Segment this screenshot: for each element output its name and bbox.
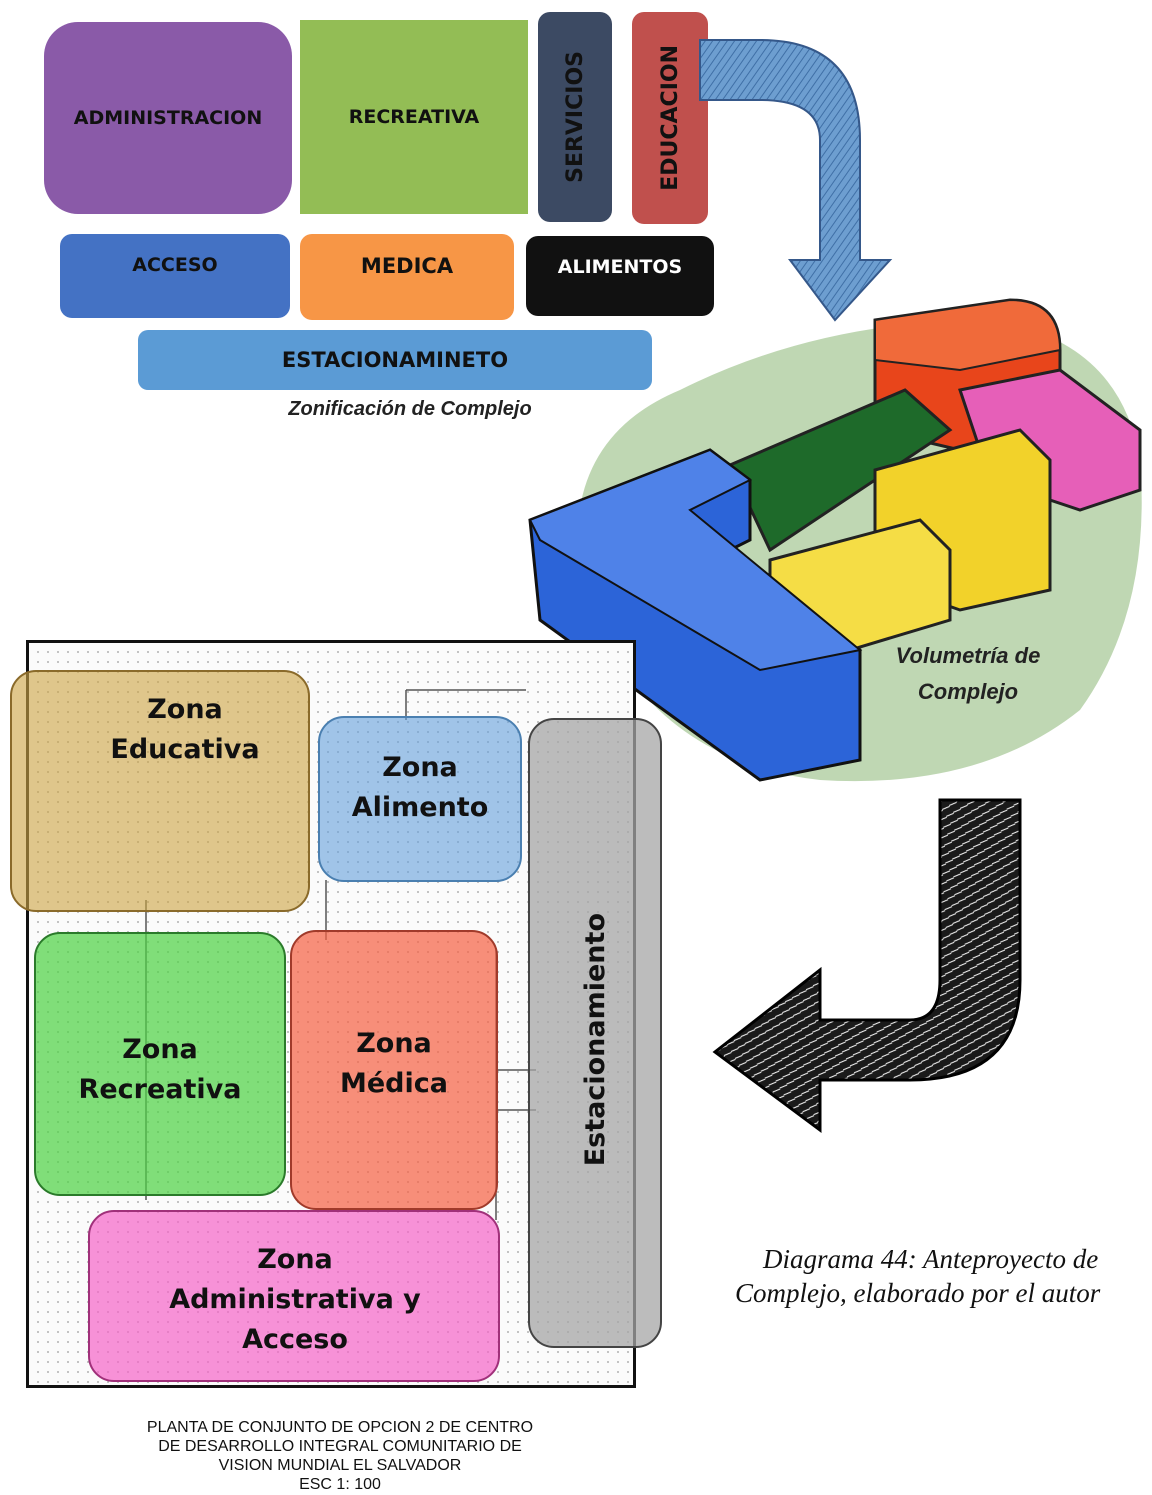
block-educacion: EDUCACION	[632, 12, 708, 224]
zona-medica-line1: Zona	[356, 1028, 432, 1059]
zona-recreativa-label: Zona Recreativa	[40, 1030, 280, 1110]
block-medica-label: MEDICA	[360, 254, 454, 278]
block-servicios: SERVICIOS	[538, 12, 612, 222]
block-estacionamiento-label: ESTACIONAMINETO	[281, 348, 509, 372]
zona-administrativa-label: Zona Administrativa y Acceso	[130, 1240, 460, 1360]
block-administracion-label: ADMINISTRACION	[73, 107, 263, 129]
zona-alimento-line2: Alimento	[351, 792, 489, 823]
zona-medica-line2: Médica	[340, 1068, 448, 1099]
zona-alimento-line1: Zona	[382, 752, 458, 783]
block-alimentos: ALIMENTOS	[526, 236, 714, 316]
block-recreativa: RECREATIVA	[300, 20, 528, 214]
block-alimentos-label: ALIMENTOS	[557, 256, 683, 278]
zona-alimento	[318, 716, 522, 882]
zona-recreativa	[34, 932, 286, 1196]
block-administracion: ADMINISTRACION	[44, 22, 292, 214]
block-acceso: ACCESO	[60, 234, 290, 318]
zona-educativa-line1: Zona	[147, 694, 223, 725]
zonificacion-caption: Zonificación de Complejo	[288, 398, 532, 420]
zona-medica-label: Zona Médica	[294, 1024, 494, 1104]
block-servicios-label: SERVICIOS	[562, 51, 588, 183]
zona-medica	[290, 930, 498, 1210]
block-estacionamiento: ESTACIONAMINETO	[138, 330, 652, 390]
zona-estacionamiento-label: Estacionamiento	[545, 880, 645, 1200]
zona-recreativa-line2: Recreativa	[78, 1074, 242, 1105]
zona-alimento-label: Zona Alimento	[320, 748, 520, 828]
black-arrow	[712, 798, 1022, 1133]
diagram-caption-line1: Diagrama 44: Anteproyecto de	[763, 1244, 1099, 1274]
zona-administrativa-line1: Zona	[257, 1244, 333, 1275]
plan-title-line3: VISION MUNDIAL EL SALVADOR	[218, 1457, 462, 1474]
diagram-caption: Diagrama 44: Anteproyecto de Complejo, e…	[735, 1242, 1152, 1310]
volumetria-caption-line2: Complejo	[917, 679, 1019, 704]
zona-recreativa-line1: Zona	[122, 1034, 198, 1065]
volumetria-caption-line1: Volumetría de	[895, 643, 1041, 668]
block-educacion-label: EDUCACION	[657, 45, 683, 191]
blue-arrow	[699, 39, 893, 322]
zona-administrativa-line3: Acceso	[242, 1324, 348, 1355]
zona-estacionamiento	[528, 718, 662, 1348]
volumetria-sketch	[528, 298, 1142, 782]
zona-educativa-label: Zona Educativa	[70, 690, 300, 770]
zona-educativa	[10, 670, 310, 912]
block-medica: MEDICA	[300, 234, 514, 320]
volumetria-caption: Volumetría de Complejo	[878, 638, 1058, 710]
zona-estacionamiento-text: Estacionamiento	[579, 913, 611, 1167]
plan-title-line2: DE DESARROLLO INTEGRAL COMUNITARIO DE	[158, 1438, 522, 1455]
zona-administrativa	[88, 1210, 500, 1382]
plan-title: PLANTA DE CONJUNTO DE OPCION 2 DE CENTRO…	[90, 1418, 590, 1494]
zona-administrativa-line2: Administrativa y	[169, 1284, 421, 1315]
diagram-caption-line2: Complejo, elaborado por el autor	[735, 1278, 1101, 1308]
plan-title-line4: ESC 1: 100	[299, 1476, 381, 1493]
block-acceso-label: ACCESO	[132, 254, 218, 276]
block-recreativa-label: RECREATIVA	[348, 106, 480, 128]
plan-title-line1: PLANTA DE CONJUNTO DE OPCION 2 DE CENTRO	[146, 1419, 534, 1436]
zona-educativa-line2: Educativa	[110, 734, 260, 765]
